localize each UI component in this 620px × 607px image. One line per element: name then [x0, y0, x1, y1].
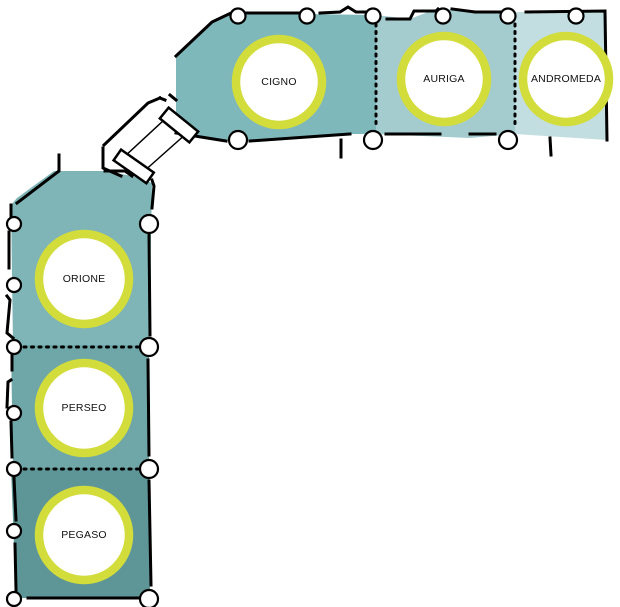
room-andromeda-ring — [518, 31, 614, 127]
room-auriga-ring — [396, 31, 492, 127]
room-pegaso-label: PEGASO — [61, 529, 107, 541]
room-cigno-ring — [231, 34, 327, 130]
door-frame-upper — [158, 105, 200, 145]
room-andromeda-label: ANDROMEDA — [531, 73, 601, 85]
room-perseo-ring — [34, 358, 134, 458]
room-dividers — [22, 22, 517, 471]
door-frame-lower — [111, 147, 156, 185]
room-orione[interactable]: ORIONE — [34, 229, 134, 329]
room-perseo-label: PERSEO — [62, 402, 107, 414]
column-nodes — [5, 7, 585, 607]
room-pegaso[interactable]: PEGASO — [34, 485, 134, 585]
room-cigno[interactable]: CIGNO — [231, 34, 327, 130]
corridor-connector — [101, 96, 200, 185]
room-auriga-label: AURIGA — [423, 73, 464, 85]
room-andromeda[interactable]: ANDROMEDA — [518, 31, 614, 127]
room-orione-ring — [34, 229, 134, 329]
room-pegaso-ring — [34, 485, 134, 585]
room-orione-label: ORIONE — [63, 273, 106, 285]
room-cigno-label: CIGNO — [261, 76, 296, 88]
room-perseo[interactable]: PERSEO — [34, 358, 134, 458]
room-auriga[interactable]: AURIGA — [396, 31, 492, 127]
